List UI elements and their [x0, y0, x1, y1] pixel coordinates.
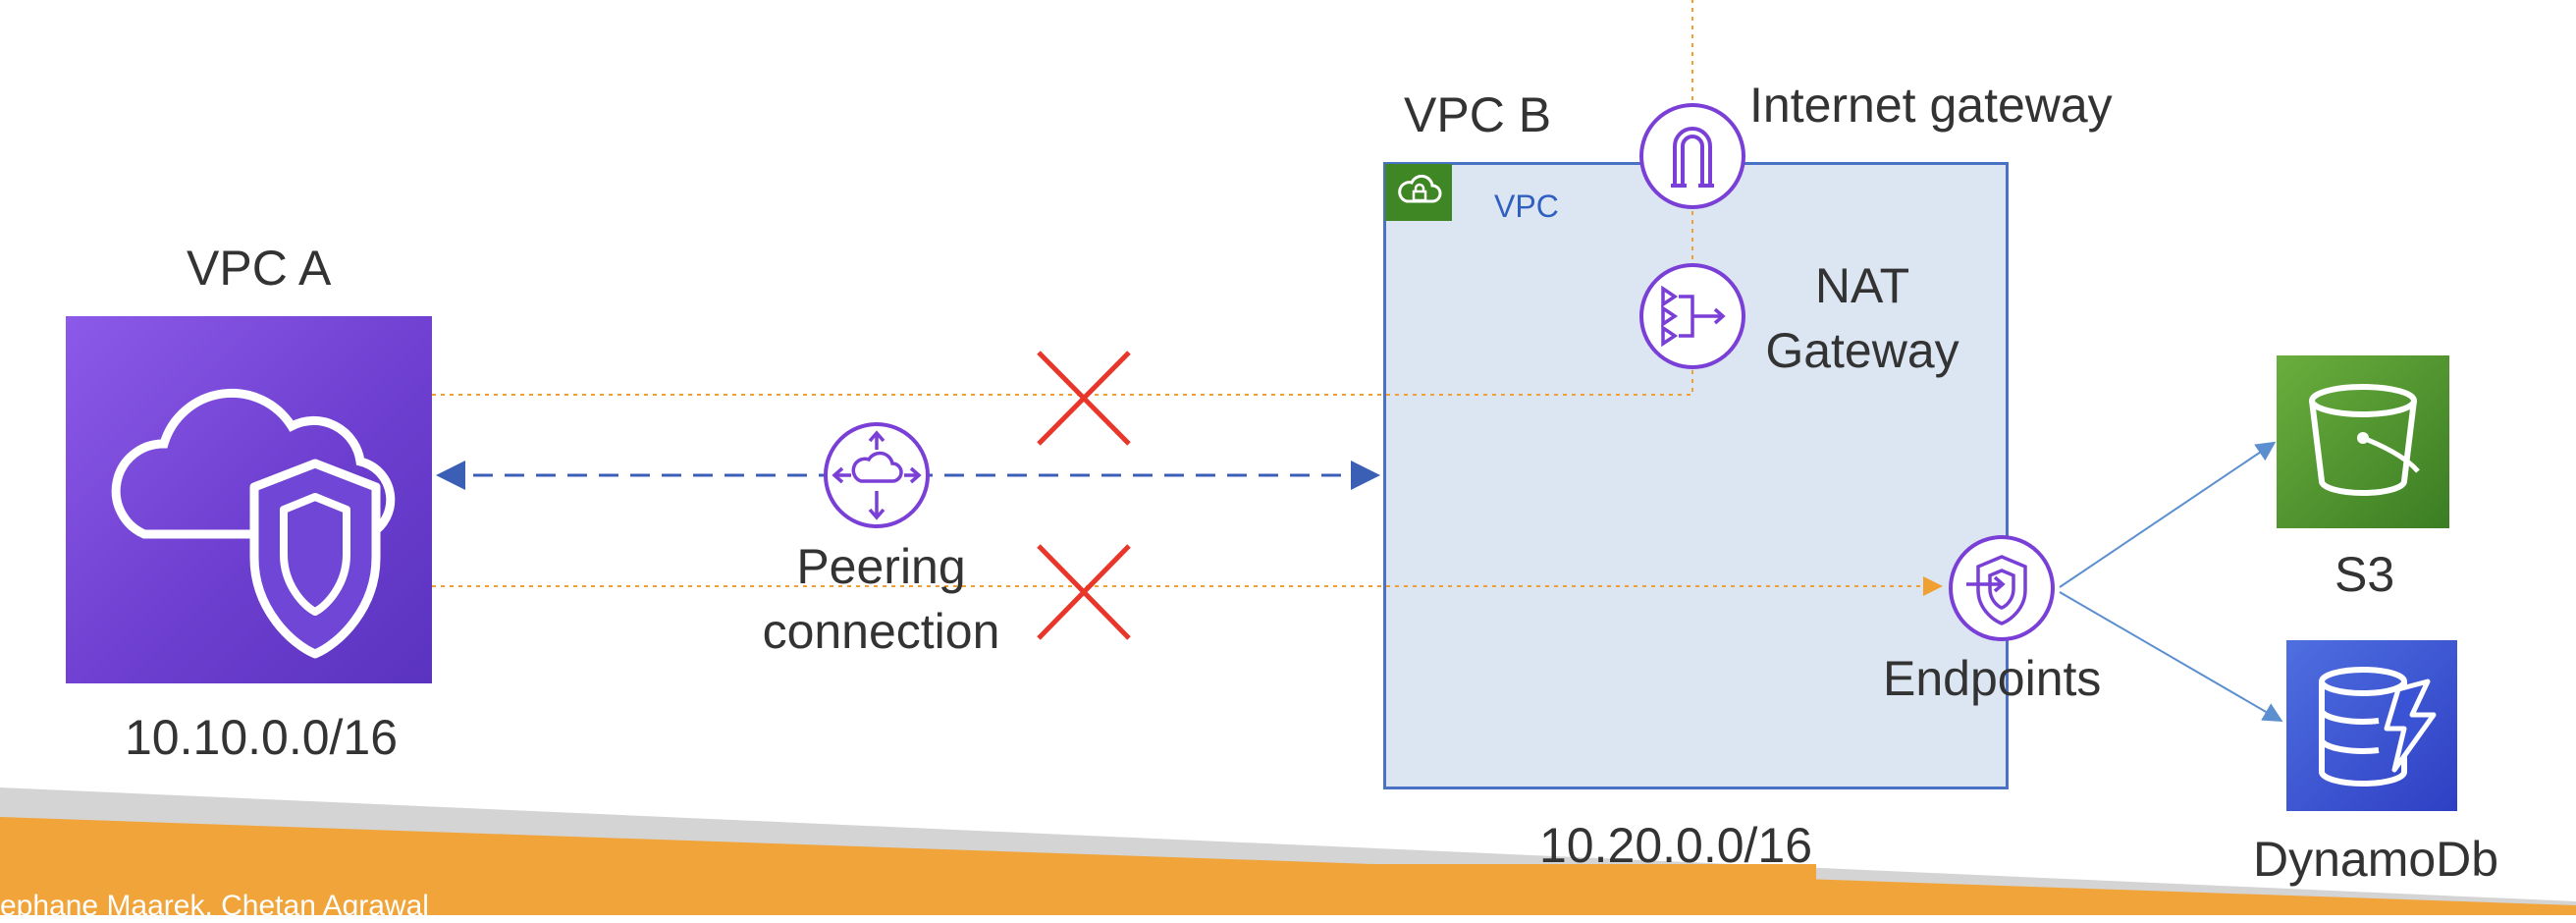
- vpc-a-cidr: 10.10.0.0/16: [125, 710, 399, 765]
- database-bolt-icon: [2319, 667, 2437, 787]
- endpoints-label: Endpoints: [1883, 651, 2102, 706]
- footer-author: ephane Maarek, Chetan Agrawal: [0, 890, 429, 922]
- peering-router-icon: [824, 422, 930, 528]
- dynamodb-tile: [2286, 640, 2457, 811]
- blocked-internet-path: [432, 0, 1693, 396]
- vpc-b-cidr: 10.20.0.0/16: [1539, 818, 1813, 873]
- vpc-cloud-lock-icon: [1398, 174, 1442, 203]
- nat-gateway-label-line2: Gateway: [1765, 323, 1959, 378]
- bucket-icon: [2309, 384, 2420, 496]
- vpc-a-tile: [66, 316, 432, 683]
- footer-orange-fill: [0, 864, 1816, 915]
- endpoint-to-dynamodb-line: [2059, 591, 2283, 723]
- s3-tile: [2277, 355, 2449, 528]
- peering-label-line2: connection: [762, 604, 1000, 659]
- cloud-shield-icon: [111, 388, 396, 659]
- s3-label: S3: [2334, 547, 2395, 602]
- peering-label-line1: Peering: [796, 539, 966, 594]
- vpc-a-title: VPC A: [187, 241, 332, 296]
- blocked-x-upper: [1037, 351, 1131, 446]
- vpc-badge: [1385, 164, 1452, 221]
- endpoint-to-s3-line: [2059, 441, 2277, 588]
- endpoints-icon: [1949, 535, 2055, 641]
- internet-gateway-icon: [1639, 103, 1745, 209]
- vpc-b-title: VPC B: [1404, 87, 1552, 142]
- vpc-tag-label: VPC: [1494, 189, 1559, 224]
- nat-gateway-icon: [1639, 263, 1745, 369]
- nat-gateway-label-line1: NAT: [1814, 258, 1910, 313]
- blocked-x-lower: [1037, 544, 1131, 640]
- internet-gateway-label: Internet gateway: [1749, 78, 2113, 133]
- dynamodb-label: DynamoDb: [2253, 832, 2499, 887]
